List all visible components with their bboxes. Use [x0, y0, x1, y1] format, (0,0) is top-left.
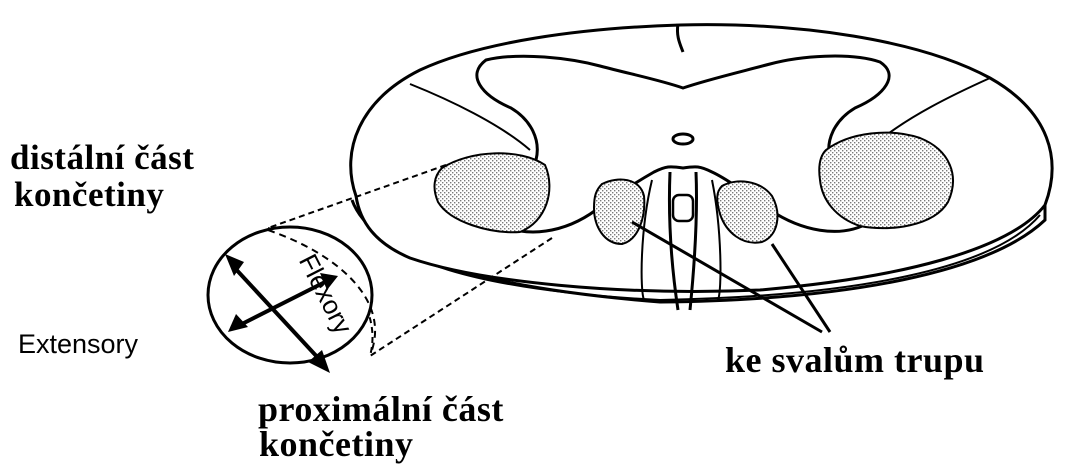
label-distal-limb-line2: končetiny — [14, 177, 164, 212]
nucleus-lateral-right — [819, 133, 953, 229]
ventral-notch — [673, 195, 693, 221]
central-canal — [673, 134, 693, 144]
nucleus-medial-left — [594, 180, 644, 244]
label-proximal-limb-line1: proximální část — [258, 391, 504, 427]
label-extensors: Extensory — [18, 331, 138, 358]
label-distal-limb-line1: distální část — [10, 140, 194, 175]
label-proximal-limb-line2: končetiny — [259, 426, 414, 462]
limb-section — [208, 227, 372, 363]
label-trunk-muscles: ke svalům trupu — [725, 342, 985, 378]
